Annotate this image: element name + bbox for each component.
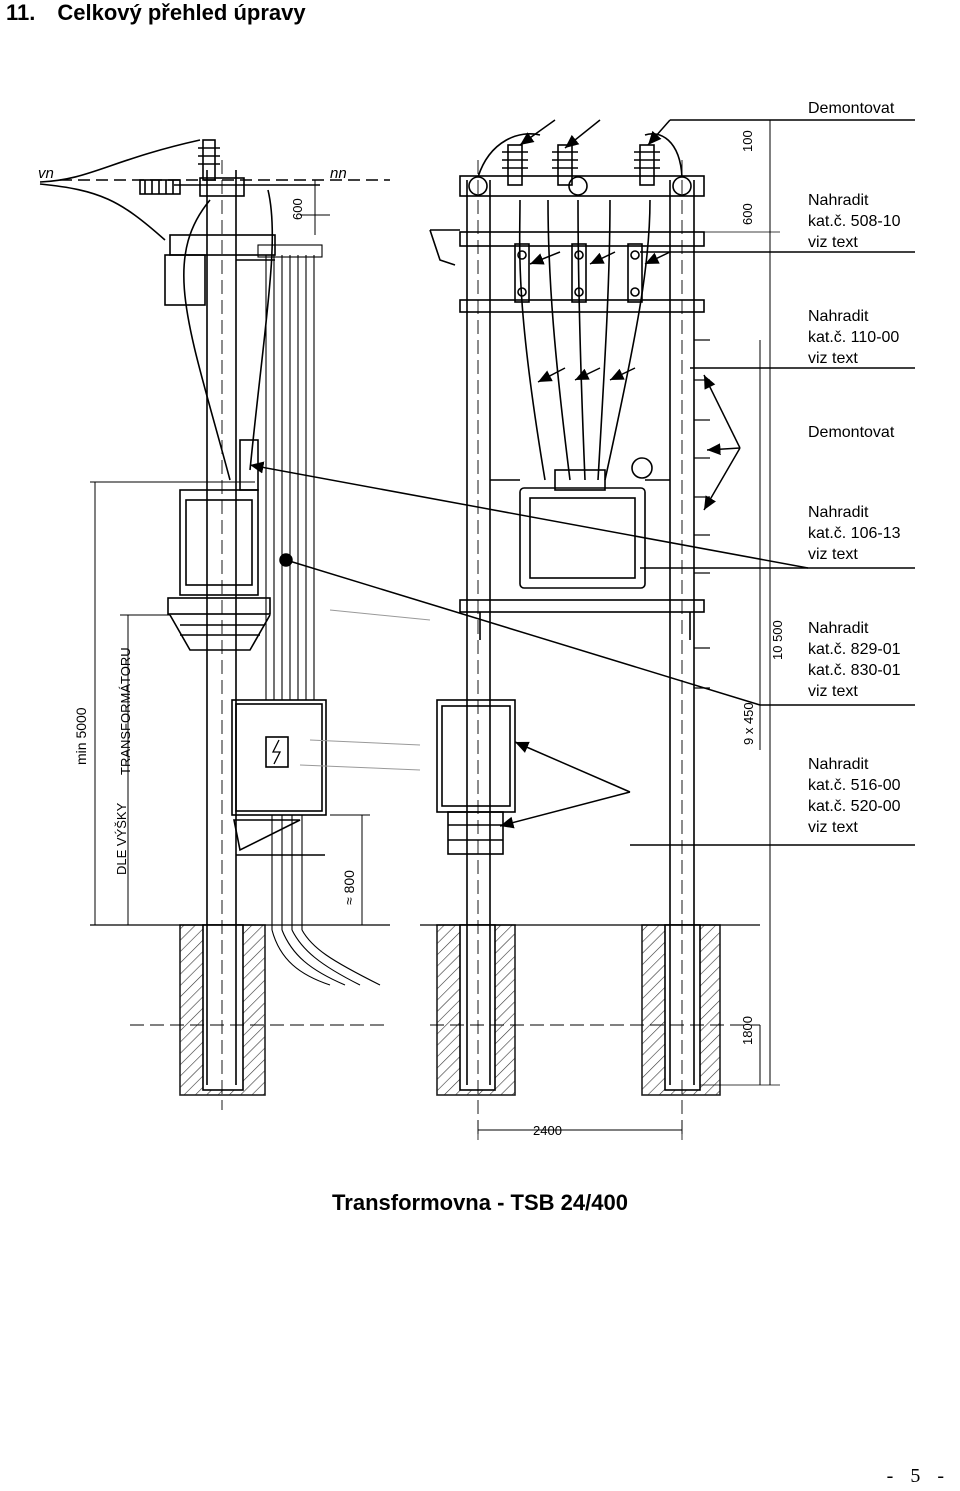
section-number: 11. [6, 0, 36, 25]
label-dim-600-right: 600 [740, 203, 755, 225]
leader-arrow-3b [574, 367, 601, 381]
callout-7-line-1: Nahradit [808, 756, 869, 773]
leader-arrow-4b [706, 443, 741, 456]
left-view [39, 139, 431, 1110]
label-vn: vn [38, 165, 54, 182]
label-dim-600-left: 600 [290, 198, 305, 220]
callout-leaders [249, 119, 915, 846]
callout-2: Nahradit kat.č. 508-10 viz text [808, 190, 901, 253]
leader-arrow-4c [703, 447, 741, 511]
callout-1-line-1: Demontovat [808, 100, 895, 117]
callout-7-line-4: viz text [808, 819, 858, 836]
callout-5-line-2: kat.č. 106-13 [808, 525, 901, 542]
section-title: Celkový přehled úpravy [57, 0, 306, 25]
callout-7-line-3: kat.č. 520-00 [808, 798, 901, 815]
right-step-rungs [694, 339, 710, 689]
callout-5-line-3: viz text [808, 546, 858, 563]
leader-line-6 [285, 559, 761, 706]
leader-arrow-2a [529, 251, 561, 265]
callout-5: Nahradit kat.č. 106-13 viz text [808, 502, 901, 565]
label-dim-9x450: 9 x 450 [741, 702, 756, 745]
callout-7: Nahradit kat.č. 516-00 kat.č. 520-00 viz… [808, 754, 901, 838]
figure-caption: Transformovna - TSB 24/400 [332, 1190, 628, 1215]
label-dim-min5000: min 5000 [73, 707, 89, 765]
leader-arrow-1a [519, 119, 556, 146]
leader-arrow-4a [703, 374, 741, 449]
leader-arrow-2b [589, 251, 616, 265]
label-nn: nn [330, 165, 347, 182]
label-dim-dle-vysky: DLE VÝŠKY [114, 802, 129, 875]
callout-6-line-1: Nahradit [808, 620, 869, 637]
section-heading: 11. Celkový přehled úpravy [6, 0, 306, 26]
leader-arrow-1c [647, 119, 671, 146]
leader-arrow-3c [609, 367, 636, 381]
leader-dot-6 [279, 553, 293, 567]
left-top-insulator [198, 139, 220, 181]
leader-arrow-7a [514, 741, 631, 793]
callout-3-line-1: Nahradit [808, 308, 869, 325]
callout-4-line-1: Demontovat [808, 424, 895, 441]
callout-3: Nahradit kat.č. 110-00 viz text [808, 306, 899, 369]
callout-3-line-2: kat.č. 110-00 [808, 329, 900, 346]
callout-6-line-3: kat.č. 830-01 [808, 662, 901, 679]
callout-2-line-3: viz text [808, 234, 858, 251]
left-transformer [167, 439, 271, 651]
callout-6-line-2: kat.č. 829-01 [808, 641, 901, 658]
callout-1: Demontovat [808, 98, 894, 119]
right-top-insulators [502, 144, 660, 186]
callout-4: Demontovat [808, 422, 894, 443]
leader-arrow-7b [499, 791, 631, 829]
right-cabinet [436, 699, 516, 855]
callout-2-line-2: kat.č. 508-10 [808, 213, 901, 230]
leader-arrow-5 [249, 461, 809, 569]
leader-arrow-2c [644, 251, 671, 265]
right-view [420, 119, 780, 1140]
label-dim-2400: 2400 [533, 1123, 562, 1138]
label-dim-transformatoru: TRANSFORMÁTORU [118, 647, 133, 775]
callout-3-line-3: viz text [808, 350, 858, 367]
callout-2-line-1: Nahradit [808, 192, 869, 209]
label-dim-1800: 1800 [740, 1016, 755, 1045]
label-dim-100: 100 [740, 130, 755, 152]
label-dim-800: ≈ 800 [341, 870, 357, 905]
callout-6-line-4: viz text [808, 683, 858, 700]
page-number: - 5 - [886, 1465, 950, 1487]
leader-arrow-3a [537, 367, 566, 383]
label-dim-10500: 10 500 [770, 620, 785, 660]
callout-7-line-2: kat.č. 516-00 [808, 777, 901, 794]
callout-6: Nahradit kat.č. 829-01 kat.č. 830-01 viz… [808, 618, 901, 702]
left-switchboard [231, 699, 327, 856]
callout-5-line-1: Nahradit [808, 504, 869, 521]
leader-arrow-1b [564, 119, 601, 149]
left-insulator-string [139, 179, 181, 195]
